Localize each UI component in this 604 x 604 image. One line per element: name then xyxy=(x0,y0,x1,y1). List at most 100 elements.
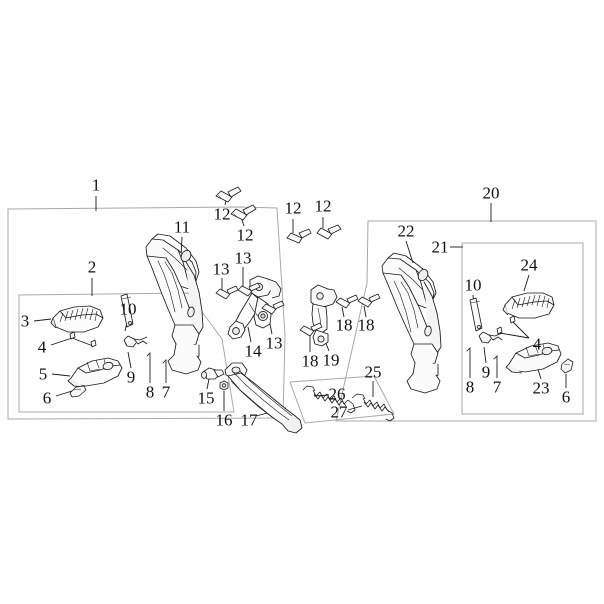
group-box-21 xyxy=(461,242,584,415)
group-box-25 xyxy=(289,375,395,424)
callout-label-3: 3 xyxy=(20,311,30,331)
callout-label-9: 9 xyxy=(126,367,136,387)
leader-18b xyxy=(341,306,345,318)
leader-15 xyxy=(206,378,210,390)
bolt-13-c xyxy=(261,300,285,315)
leader-9 xyxy=(127,351,132,369)
callout-label-12-d: 12 xyxy=(314,196,332,216)
clip-9-right xyxy=(478,331,503,341)
callout-label-5: 5 xyxy=(38,364,48,384)
pin-7-left xyxy=(162,358,167,370)
clip-6-right xyxy=(560,358,574,374)
pin-8-right xyxy=(466,346,471,358)
clips-group-6 xyxy=(69,358,574,398)
clip-6-left xyxy=(69,385,87,398)
leader-9b xyxy=(483,346,487,364)
part-24-right-footpeg xyxy=(502,292,555,319)
bolt-13-a xyxy=(215,285,239,300)
pin-8-left xyxy=(146,351,151,364)
callout-label-4-right: 4 xyxy=(532,334,542,354)
callout-label-10: 10 xyxy=(119,299,137,319)
screws-group-4 xyxy=(69,315,516,348)
callout-label-18-a: 18 xyxy=(301,351,319,371)
bolts-group-18 xyxy=(299,293,381,337)
leader-18c xyxy=(363,305,367,318)
bolt-13-b xyxy=(237,282,261,297)
leader-4b xyxy=(71,337,94,347)
part-19-brake-pedal-bracket xyxy=(310,284,338,347)
callout-label-26: 26 xyxy=(328,384,346,404)
callout-label-24: 24 xyxy=(520,255,538,275)
callout-label-13-b: 13 xyxy=(234,248,252,268)
callout-label-25: 25 xyxy=(364,362,382,382)
group-box-20 xyxy=(335,220,597,422)
part-11-left-footrest-bracket xyxy=(145,233,204,375)
callout-label-7: 7 xyxy=(161,382,171,402)
callout-label-11: 11 xyxy=(173,217,191,237)
callout-label-20: 20 xyxy=(482,183,500,203)
callout-label-12-a: 12 xyxy=(213,204,231,224)
group-box-1 xyxy=(7,206,286,420)
part-16-nut xyxy=(219,380,229,391)
callout-label-18-c: 18 xyxy=(357,315,375,335)
callout-label-18-b: 18 xyxy=(335,315,353,335)
pins-group-10 xyxy=(120,293,483,332)
bolts-group-12 xyxy=(215,186,342,244)
leader-5 xyxy=(51,373,71,377)
callout-label-15: 15 xyxy=(197,388,215,408)
bolt-12-a xyxy=(215,186,242,203)
pin-7-right xyxy=(493,354,498,366)
callout-label-12-c: 12 xyxy=(284,198,302,218)
group-boundaries xyxy=(7,206,597,424)
leader-6 xyxy=(55,390,73,397)
leader-3 xyxy=(33,318,52,322)
callout-label-6-right: 6 xyxy=(561,387,571,407)
pin-10-left xyxy=(120,293,134,328)
callout-label-1: 1 xyxy=(91,175,101,195)
pins-group-7-8 xyxy=(146,346,498,370)
callout-label-6: 6 xyxy=(42,388,52,408)
callout-label-14: 14 xyxy=(244,341,262,361)
bolt-12-c xyxy=(286,228,312,244)
callout-label-21: 21 xyxy=(431,237,449,257)
callout-label-9-right: 9 xyxy=(481,362,491,382)
spring-26 xyxy=(302,385,356,414)
callout-leader-lines xyxy=(33,195,567,417)
bolts-group-13 xyxy=(215,282,285,315)
callout-label-10-right: 10 xyxy=(464,275,482,295)
leader-27 xyxy=(347,405,363,411)
callout-label-12-b: 12 xyxy=(236,225,254,245)
callout-label-4: 4 xyxy=(37,337,47,357)
callout-label-8-right: 8 xyxy=(465,377,475,397)
callout-label-2: 2 xyxy=(87,257,97,277)
leader-22 xyxy=(405,240,414,264)
clip-9-left xyxy=(123,335,148,345)
part-5-left-footrest-holder xyxy=(67,357,123,388)
callout-label-27: 27 xyxy=(330,402,348,422)
part-23-right-footrest-holder xyxy=(505,342,562,374)
part-17-side-stand xyxy=(224,362,303,434)
callout-label-17: 17 xyxy=(240,410,258,430)
callout-label-13-a: 13 xyxy=(212,259,230,279)
callout-label-19: 19 xyxy=(322,350,340,370)
pin-10-right xyxy=(469,297,483,332)
bolt-18-b xyxy=(335,294,359,309)
leader-4r xyxy=(512,321,530,339)
part-22-right-footrest-bracket xyxy=(381,252,442,394)
callout-label-8: 8 xyxy=(145,382,155,402)
callout-label-23: 23 xyxy=(532,378,550,398)
springs-group xyxy=(302,385,395,422)
leader-24 xyxy=(523,274,530,292)
bolt-18-c xyxy=(357,293,381,308)
bolt-18-a xyxy=(299,322,323,337)
callout-label-16: 16 xyxy=(215,410,233,430)
spring-27 xyxy=(351,393,395,422)
callout-label-22: 22 xyxy=(397,221,415,241)
leader-4 xyxy=(50,337,73,346)
clips-group-9 xyxy=(123,331,503,348)
leader-4r2 xyxy=(499,332,530,339)
bolt-12-d xyxy=(316,224,342,240)
callout-label-13-c: 13 xyxy=(265,333,283,353)
